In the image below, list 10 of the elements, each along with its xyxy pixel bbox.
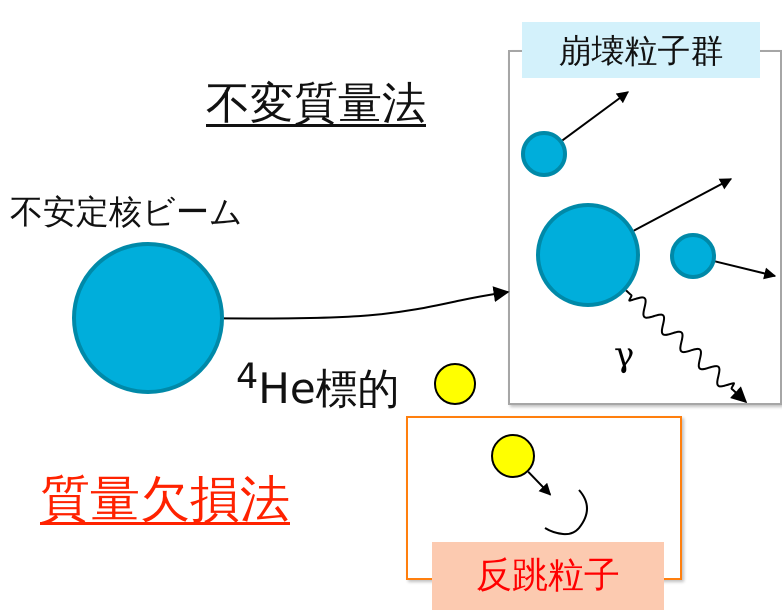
- recoil-particle-circle: [491, 434, 535, 478]
- panel-heading: 反跳粒子: [432, 542, 664, 610]
- beam-label: 不安定核ビーム: [10, 195, 243, 228]
- fragment-circle: [521, 131, 567, 177]
- target-label: $^{4}$He標的: [236, 360, 400, 410]
- target-circle: [434, 363, 476, 405]
- fragment-circle: [670, 233, 716, 279]
- method-heading: 不変質量法: [206, 82, 426, 126]
- panel-heading: 崩壊粒子群: [522, 22, 760, 78]
- method-heading: 質量欠損法: [40, 474, 290, 524]
